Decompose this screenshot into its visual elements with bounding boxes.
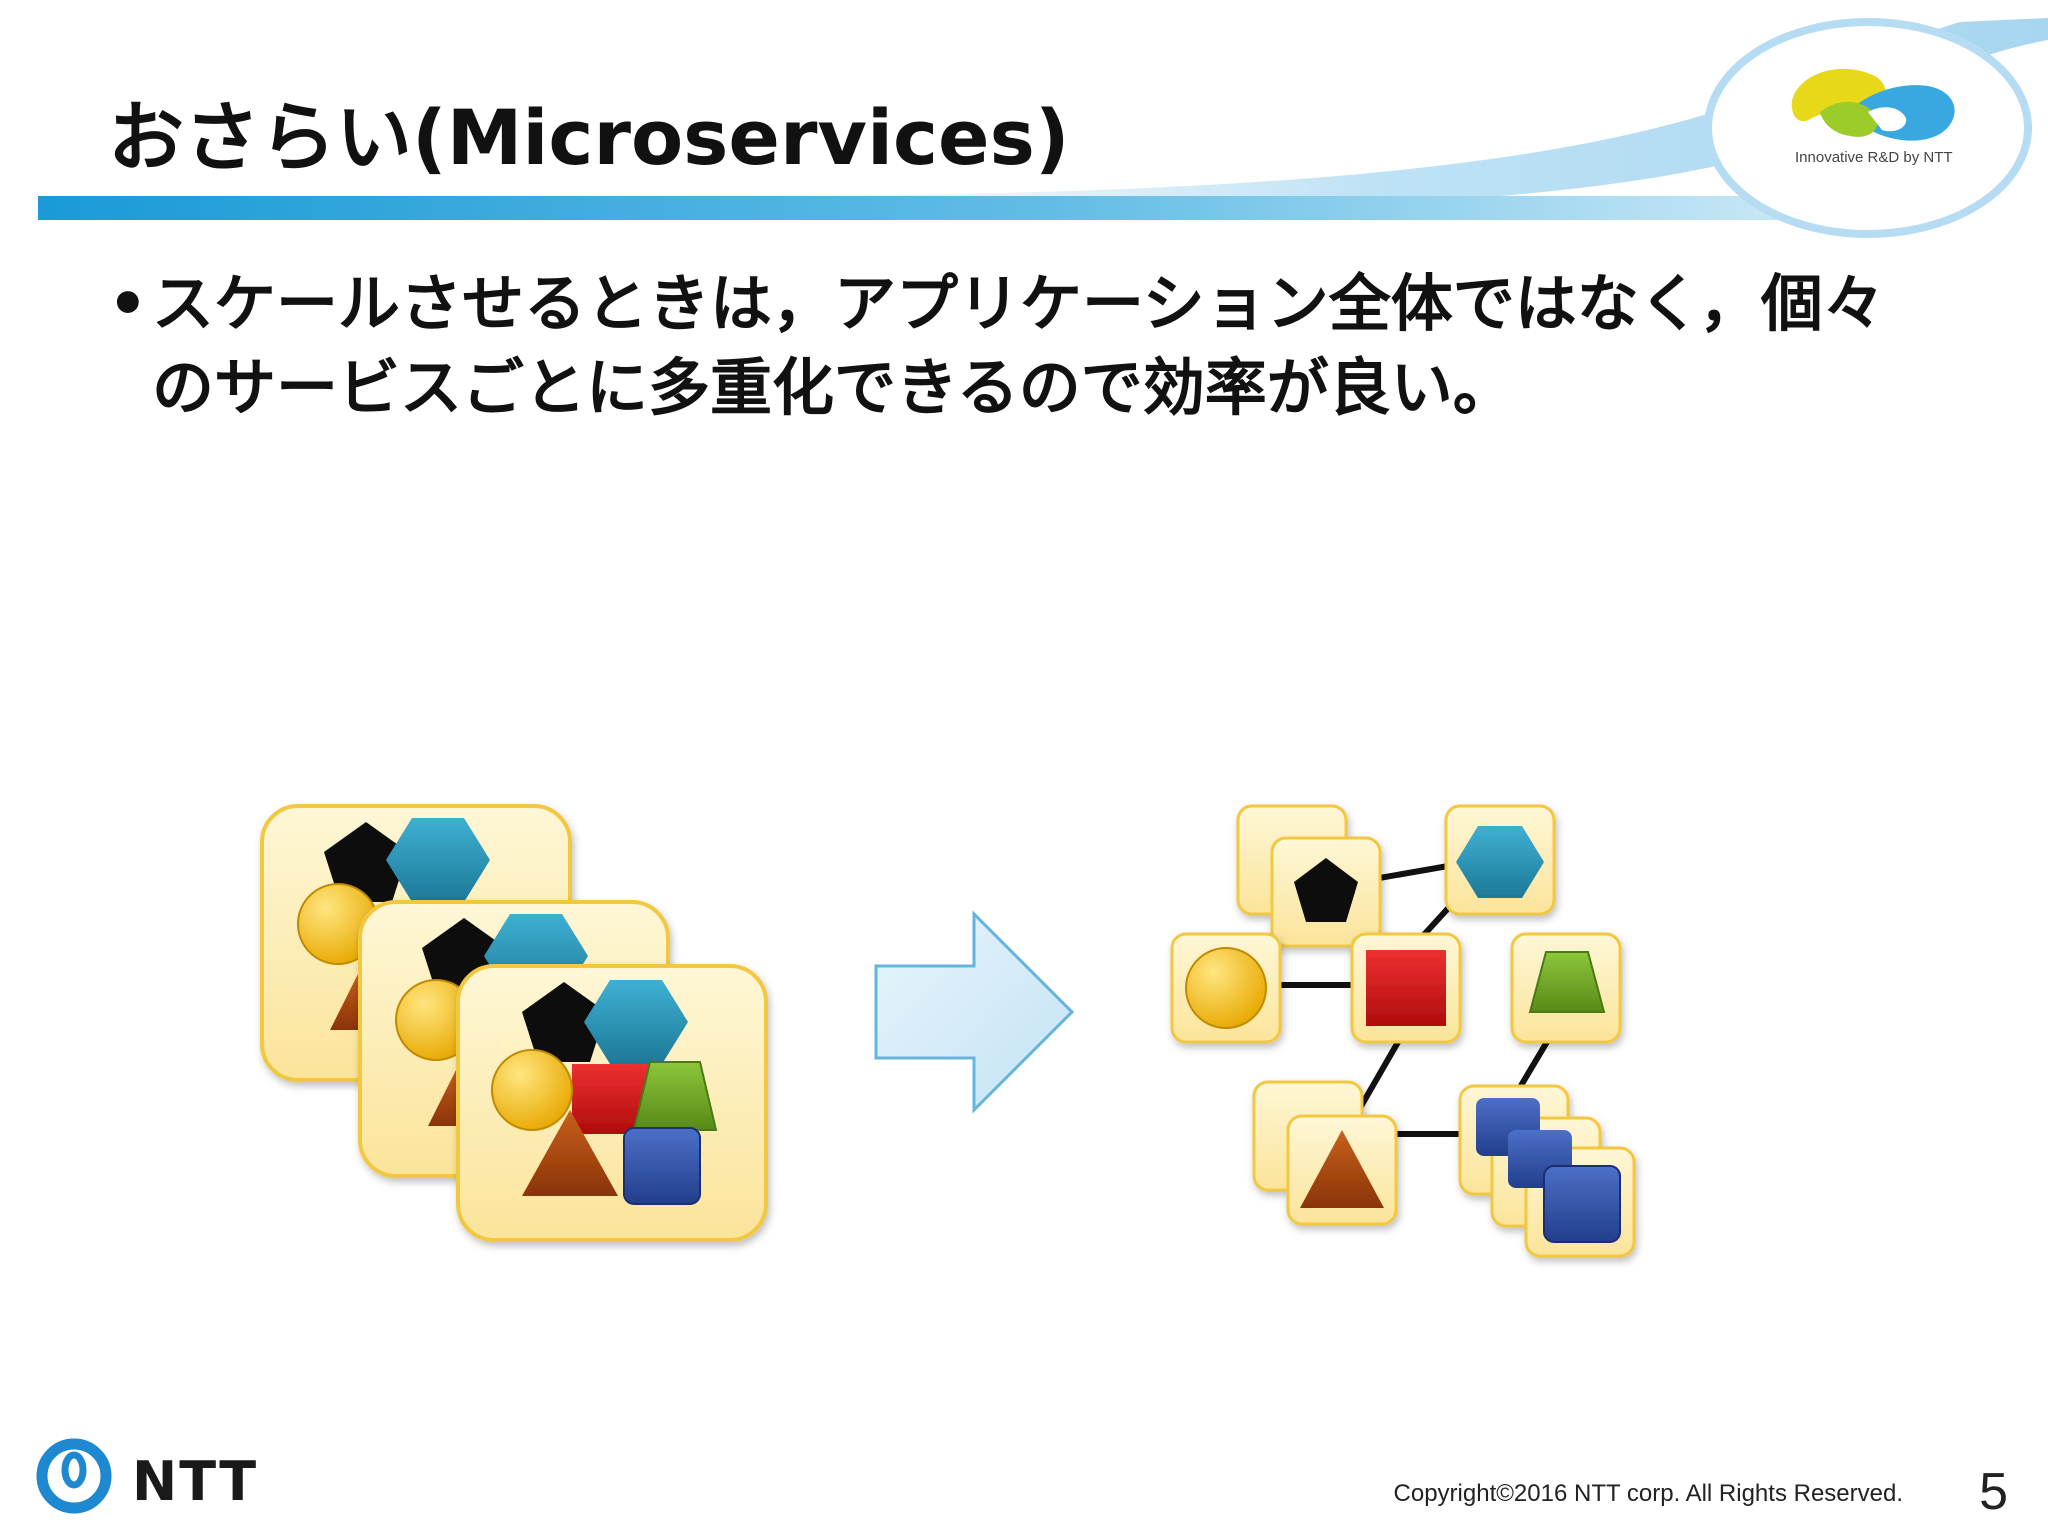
service-triangle	[1252, 1080, 1398, 1226]
service-square	[1350, 932, 1462, 1044]
circle-icon	[1185, 947, 1267, 1029]
square-icon	[1543, 1165, 1621, 1243]
bullet-item: • スケールさせるときは，アプリケーション全体ではなく，個々のサービスごとに多重…	[108, 262, 1908, 430]
hexagon-icon	[584, 980, 688, 1064]
triangle-icon	[522, 1110, 618, 1196]
page-title: おさらい(Microservices)	[108, 93, 1070, 182]
ntt-brand-text: NTT	[132, 1450, 259, 1513]
monolith-app-3	[456, 964, 768, 1242]
service-pentagon	[1236, 804, 1382, 948]
ntt-logo-icon	[36, 1438, 112, 1514]
service-circle	[1170, 932, 1282, 1044]
service-blue-square	[1458, 1084, 1636, 1258]
hexagon-icon	[386, 818, 490, 902]
header-decoration	[38, 18, 2048, 238]
service-trapezoid	[1510, 932, 1622, 1044]
service-hexagon	[1444, 804, 1556, 916]
pentagon-icon	[324, 822, 408, 902]
pentagon-icon	[1294, 858, 1358, 922]
innovative-logo-icon	[1791, 68, 1955, 141]
triangle-icon	[1300, 1130, 1384, 1208]
trapezoid-icon	[1528, 951, 1606, 1013]
square-icon	[1366, 950, 1446, 1026]
bullet-marker: •	[108, 267, 148, 340]
hexagon-icon	[1456, 826, 1544, 898]
square-icon	[623, 1127, 701, 1205]
bullet-text: スケールさせるときは，アプリケーション全体ではなく，個々のサービスごとに多重化で…	[152, 267, 1885, 424]
header-badge-text: Innovative R&D by NTT	[1795, 149, 1953, 166]
trapezoid-icon	[632, 1061, 718, 1131]
circle-icon	[491, 1049, 573, 1131]
copyright-text: Copyright©2016 NTT corp. All Rights Rese…	[1393, 1480, 1903, 1507]
pentagon-icon	[522, 982, 606, 1062]
slide-number: 5	[1979, 1463, 2008, 1521]
right-arrow-icon	[874, 910, 1075, 1114]
